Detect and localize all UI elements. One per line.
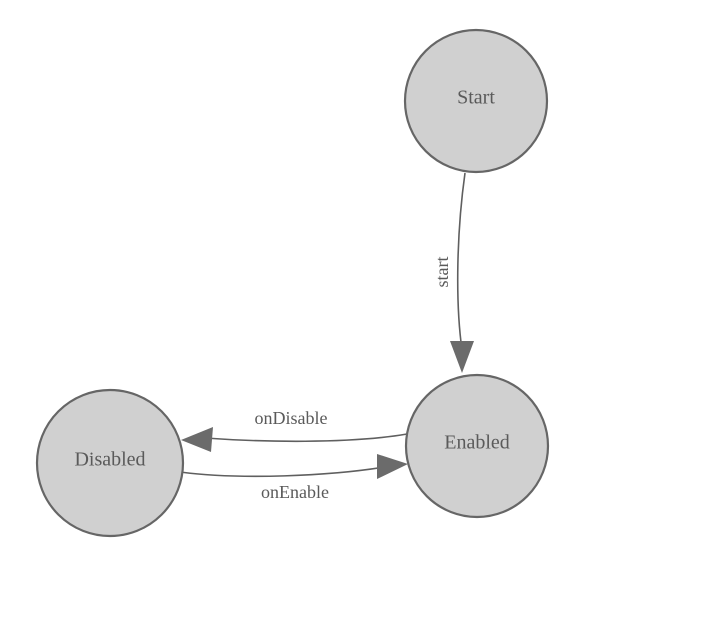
arrowhead-down-icon [450,341,474,373]
transition-start-to-enabled[interactable]: start [432,172,474,373]
state-node-enabled-circle [404,373,550,519]
arrowhead-right-icon [377,454,408,479]
state-node-disabled-circle [35,388,185,538]
arrowhead-left-icon [181,427,213,452]
transition-path-ondisable [204,433,408,443]
state-node-enabled-label: Enabled [444,432,510,454]
state-node-start[interactable]: Start [403,28,549,174]
transition-path-start [456,172,466,351]
state-node-disabled-label: Disabled [74,449,145,471]
transition-disabled-to-enabled[interactable]: onEnable [179,454,408,502]
transition-enabled-to-disabled[interactable]: onDisable [181,408,408,452]
transition-label-start: start [432,257,452,288]
transition-label-ondisable: onDisable [255,408,328,428]
state-node-start-circle [403,28,549,174]
transition-label-onenable: onEnable [261,482,329,502]
state-node-start-label: Start [457,87,495,109]
transition-path-onenable [179,466,386,478]
state-node-enabled[interactable]: Enabled [404,373,550,519]
state-node-disabled[interactable]: Disabled [35,388,185,538]
